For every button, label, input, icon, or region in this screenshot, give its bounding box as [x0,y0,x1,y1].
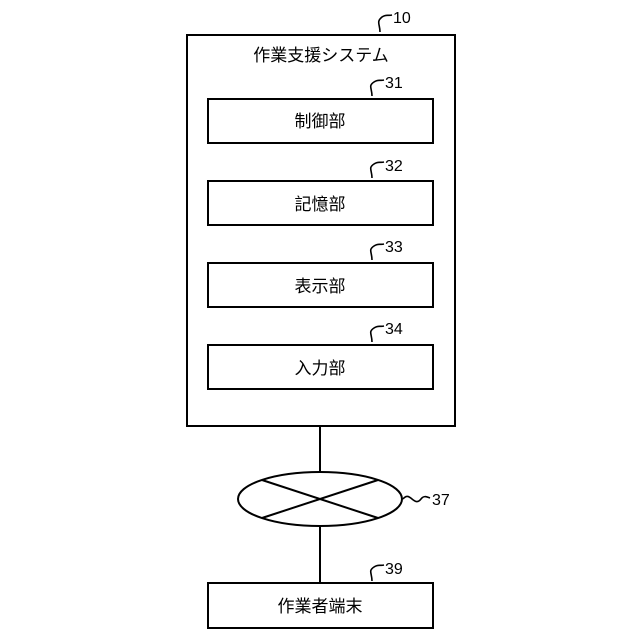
unit-storage-ref-number: 32 [385,158,403,175]
network-ref-number: 37 [432,492,450,509]
terminal-label: 作業者端末 [278,597,363,617]
system-title: 作業支援システム [253,46,389,66]
system-ref-number: 10 [393,10,411,27]
network-ref-leader [403,496,430,501]
network-node: 37 [238,472,450,526]
unit-display-ref-number: 33 [385,239,403,256]
system-ref-leader [379,15,392,32]
terminal-ref-number: 39 [385,561,403,578]
unit-input-label: 入力部 [295,359,346,379]
unit-display-label: 表示部 [295,277,346,297]
unit-control-ref-number: 31 [385,75,403,92]
unit-control-label: 制御部 [295,112,346,132]
unit-input-ref-number: 34 [385,321,403,338]
terminal-ref-leader [371,565,384,581]
unit-storage-label: 記憶部 [295,195,346,215]
